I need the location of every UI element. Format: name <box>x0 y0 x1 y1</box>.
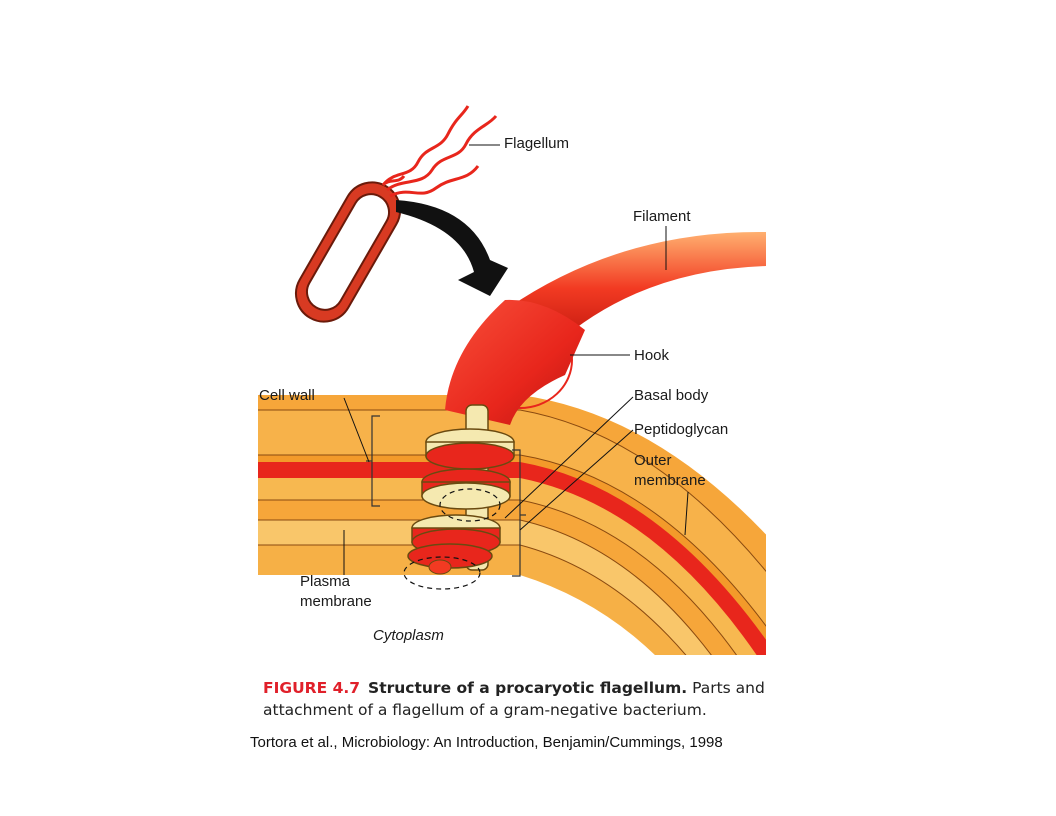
filament <box>505 231 766 345</box>
caption-figure-number: FIGURE 4.7 <box>263 679 361 697</box>
source-credit: Tortora et al., Microbiology: An Introdu… <box>250 734 723 751</box>
caption-title: Structure of a procaryotic flagellum. <box>368 679 688 697</box>
label-flagellum: Flagellum <box>504 135 570 152</box>
leader-lines <box>343 144 689 575</box>
bacterium-cell <box>295 181 401 323</box>
label-outer-membrane-line2: membrane <box>634 472 706 489</box>
small-flagella <box>381 105 498 198</box>
label-plasma-membrane-line1: Plasma <box>300 573 351 590</box>
label-outer-membrane-line1: Outer <box>634 452 672 469</box>
label-hook: Hook <box>634 347 670 364</box>
basal-body <box>403 428 515 590</box>
p-ring-bottom <box>421 482 511 510</box>
label-plasma-membrane-line2: membrane <box>300 593 372 610</box>
l-ring-bottom <box>425 442 515 470</box>
cell-envelope <box>258 395 766 655</box>
figure-caption: FIGURE 4.7 Structure of a procaryotic fla… <box>263 677 783 721</box>
magnify-arrow <box>396 200 508 296</box>
brackets <box>366 415 526 577</box>
rod-tip <box>428 559 452 575</box>
label-cytoplasm: Cytoplasm <box>373 627 444 644</box>
basal-outline-lower <box>403 556 481 590</box>
label-cell-wall: Cell wall <box>259 387 315 404</box>
caption-body: Parts and attachment of a flagellum of a… <box>263 679 765 719</box>
hook <box>445 299 585 425</box>
label-peptidoglycan: Peptidoglycan <box>634 421 729 438</box>
label-filament: Filament <box>633 208 691 225</box>
basal-outline-upper <box>439 488 501 522</box>
label-basal-body: Basal body <box>634 387 709 404</box>
